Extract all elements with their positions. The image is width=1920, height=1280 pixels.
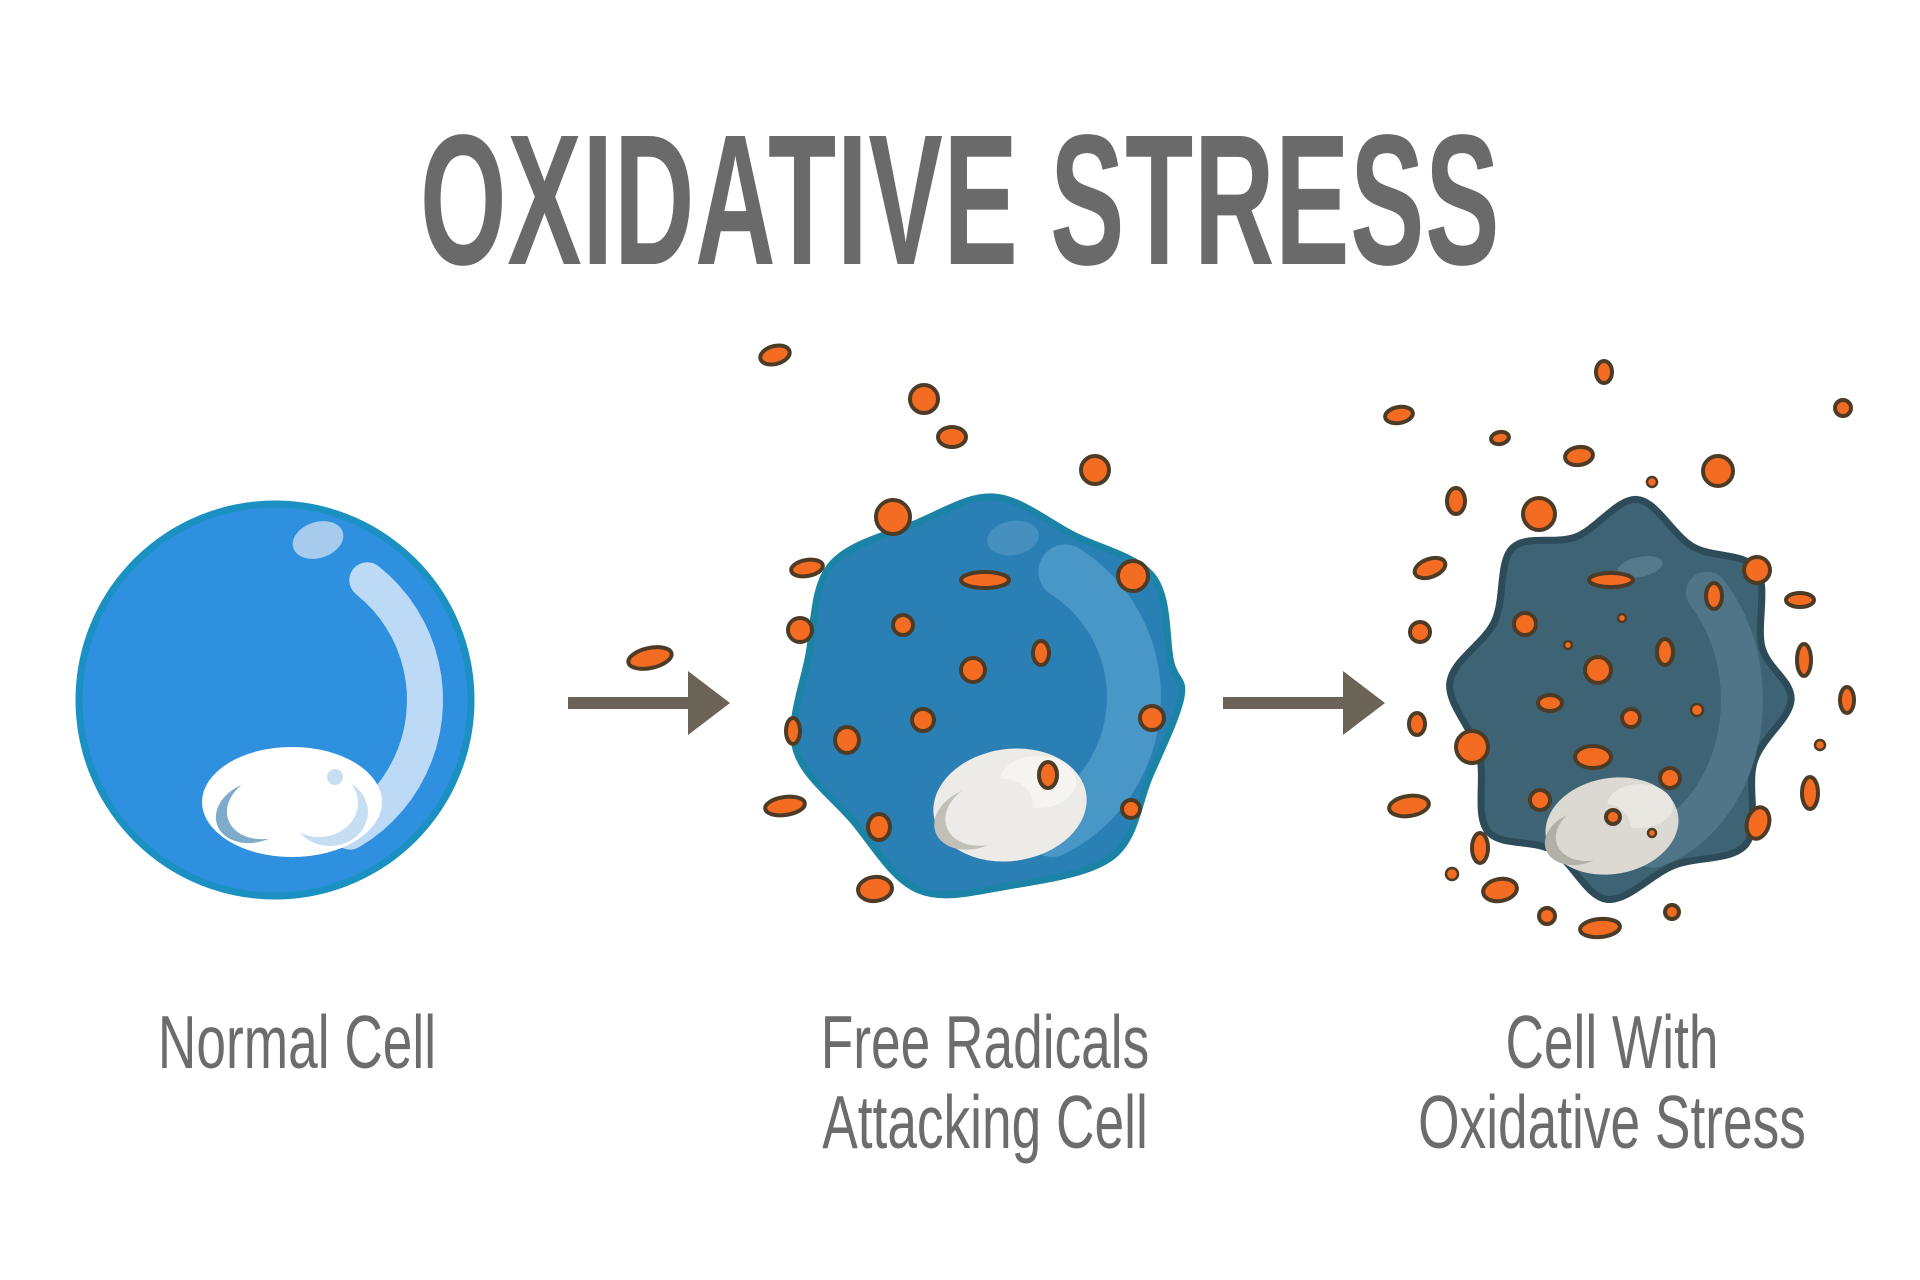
free-radical (1800, 775, 1820, 811)
cell-glint (987, 520, 1039, 556)
nucleus-body (945, 778, 1033, 846)
free-radical (1795, 642, 1813, 678)
free-radical (1620, 707, 1642, 729)
stressed-cell (1383, 359, 1856, 940)
free-radical (1583, 655, 1613, 685)
cell-highlight (332, 562, 443, 850)
free-radical (910, 707, 936, 733)
nucleus-dot (327, 769, 343, 785)
free-radical (1521, 496, 1557, 532)
free-radical (1412, 555, 1448, 581)
cell-glint (1617, 556, 1663, 578)
free-radical (1813, 738, 1827, 752)
free-radical (1383, 404, 1415, 426)
cell-highlight (1632, 571, 1763, 868)
free-radical (856, 874, 894, 904)
free-radical (1838, 685, 1856, 715)
free-radical (1408, 620, 1432, 644)
stage-label-free-radicals: Free Radicals Attacking Cell (758, 1002, 1212, 1162)
right-arrow-icon (568, 671, 730, 735)
free-radical (1594, 359, 1614, 385)
free-radical (1528, 788, 1552, 812)
free-radical (1604, 808, 1622, 826)
free-radical (1663, 903, 1681, 921)
free-radical (1562, 639, 1574, 651)
free-radical (874, 498, 912, 536)
free-radical (786, 616, 814, 644)
free-radical (1742, 555, 1772, 585)
free-radical (1120, 798, 1142, 820)
free-radicals-group (1383, 359, 1856, 940)
free-radical (1587, 571, 1635, 589)
free-radical (789, 557, 825, 579)
page-title: OXIDATIVE STRESS (419, 97, 1501, 304)
free-radical (1116, 559, 1150, 593)
free-radical (1445, 486, 1467, 516)
free-radical (1138, 704, 1166, 732)
stage-label-line: Attacking Cell (822, 1080, 1148, 1164)
free-radical (1387, 793, 1431, 819)
free-radical (891, 613, 915, 637)
free-radical (1512, 611, 1538, 637)
free-radical (1454, 729, 1490, 765)
cell-glint (292, 521, 344, 559)
free-radical (866, 812, 892, 842)
free-radical (1701, 454, 1735, 488)
stage-label-line: Cell With (1505, 1000, 1719, 1084)
free-radical (626, 645, 674, 671)
free-radical (1578, 916, 1622, 940)
free-radical (833, 725, 861, 755)
normal-cell (75, 500, 475, 900)
free-radical (1037, 760, 1059, 790)
free-radical (1481, 876, 1519, 904)
free-radical (1536, 693, 1564, 713)
stage-label-normal-cell: Normal Cell (70, 1002, 524, 1082)
free-radical (1573, 744, 1613, 770)
free-radical (959, 570, 1011, 590)
free-radical (1658, 766, 1682, 790)
free-radical (1537, 906, 1557, 926)
free-radical (959, 656, 987, 684)
attacked-cell (626, 343, 1186, 904)
nucleus (1544, 777, 1679, 875)
nucleus (202, 747, 382, 857)
free-radical (1689, 702, 1705, 718)
free-radical (1444, 866, 1460, 882)
free-radical (1079, 454, 1111, 486)
cell-highlight (1025, 544, 1161, 857)
free-radical (1646, 827, 1658, 839)
free-radical (1470, 831, 1490, 865)
free-radical (1784, 591, 1816, 609)
free-radicals-group (626, 343, 1166, 904)
right-arrow-icon (1223, 671, 1385, 735)
free-radical (1616, 612, 1628, 624)
free-radical (1744, 805, 1772, 841)
free-radical (1563, 444, 1595, 468)
free-radical (758, 343, 792, 367)
free-radical (763, 794, 807, 818)
free-radical (1031, 639, 1051, 667)
nucleus-body (280, 769, 358, 837)
free-radical (1645, 475, 1659, 489)
free-radical (1655, 637, 1675, 667)
free-radical (908, 383, 940, 415)
stage-label-line: Free Radicals (820, 1000, 1150, 1084)
stage-label-line: Normal Cell (157, 1000, 437, 1084)
free-radical (936, 425, 968, 449)
free-radical (1833, 398, 1853, 418)
free-radical (1704, 581, 1724, 611)
free-radical (1489, 429, 1511, 447)
stage-label-line: Oxidative Stress (1418, 1080, 1806, 1164)
free-radical (784, 716, 802, 746)
free-radical (1407, 711, 1427, 737)
stage-label-oxidative-stress: Cell With Oxidative Stress (1385, 1002, 1839, 1162)
